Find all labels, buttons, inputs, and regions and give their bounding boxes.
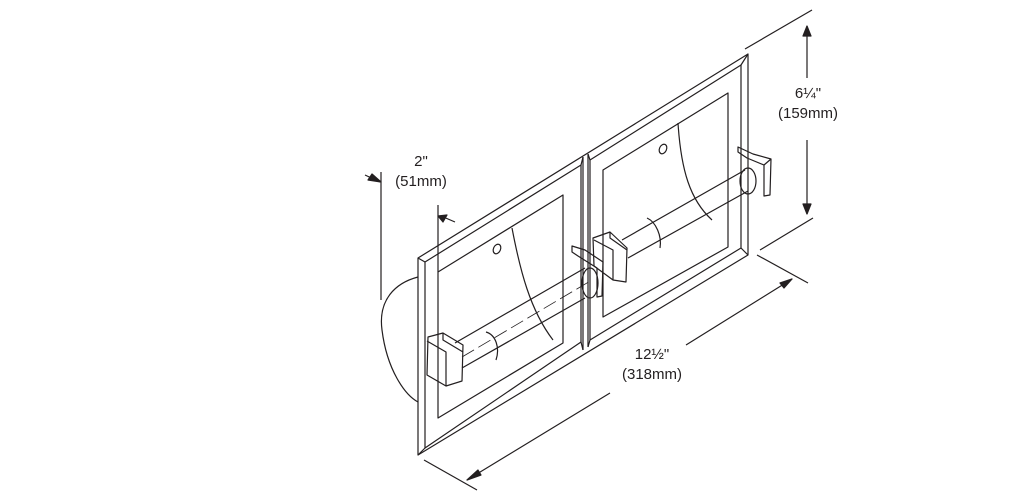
depth-imperial: 2" [414,153,428,170]
right-roller [621,169,749,259]
left-opening [437,194,564,419]
right-mount-hole [658,143,668,155]
width-dimension-label: 12½" (318mm) [622,345,682,385]
panel-divider [582,154,589,350]
width-metric: (318mm) [621,366,683,383]
left-bracket-left [426,332,464,387]
left-flange-inner [424,164,582,449]
right-flange-inner [589,64,742,341]
right-opening [602,92,729,318]
height-metric: (159mm) [777,105,839,122]
height-extension-bottom [759,217,814,251]
recessed-housing [380,276,419,403]
depth-metric: (51mm) [395,173,447,190]
height-extension-top [744,9,813,50]
roller-centerline [461,279,593,358]
width-extension-right [756,254,809,284]
width-extension-left [423,459,478,491]
right-bracket-right [737,146,772,197]
width-dim-line [466,278,793,481]
left-roller [454,267,586,369]
left-mount-hole [492,243,502,255]
height-imperial: 6¼" [794,85,822,102]
height-dimension-label: 6¼" (159mm) [778,84,838,124]
left-bracket-right [571,245,604,298]
depth-dimension-label: 2" (51mm) [395,152,447,192]
width-imperial: 12½" [634,346,670,363]
